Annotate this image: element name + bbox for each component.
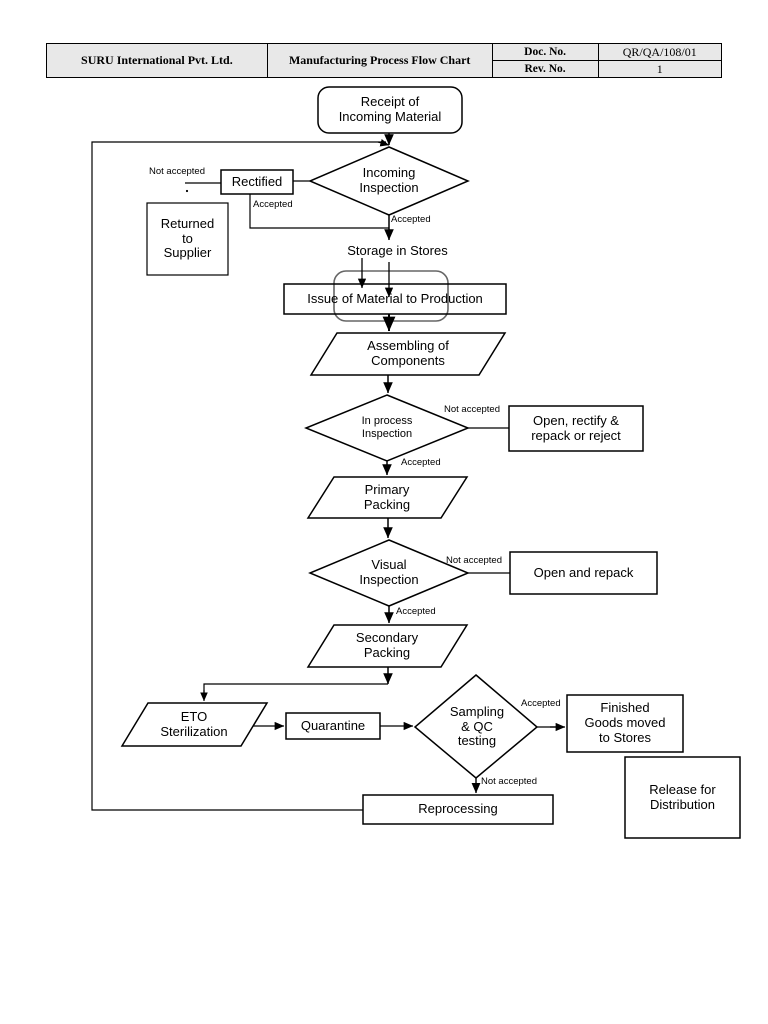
- header-rev-no-label: Rev. No.: [491, 60, 599, 78]
- shape-reprocessing: [362, 794, 554, 825]
- header-company-name: SURU International Pvt. Ltd.: [46, 43, 268, 78]
- edge-left-feedback-arrowhead: [377, 139, 390, 147]
- edge-rectified-accepted: [249, 194, 389, 229]
- not-accepted-dot: [185, 189, 189, 193]
- shape-open-and-repack: [509, 551, 658, 595]
- edge-secondary-branch-to-eto: [203, 683, 388, 698]
- shape-in-process-inspection: [304, 394, 470, 462]
- shape-sampling-qc: [413, 674, 539, 779]
- shape-rectified: [220, 169, 294, 195]
- shape-assembling: [309, 332, 507, 376]
- shape-primary-packing: [306, 476, 469, 519]
- shape-finished-goods: [566, 694, 684, 753]
- header-rev-no-value: 1: [597, 60, 723, 78]
- header-doc-no-value: QR/QA/108/01: [597, 43, 723, 61]
- shape-quarantine: [285, 712, 381, 740]
- shape-visual-inspection: [308, 539, 470, 607]
- shape-release-for-distribution: [624, 756, 741, 839]
- document-header-table: SURU International Pvt. Ltd. Manufacturi…: [46, 43, 723, 78]
- shape-incoming-inspection: [308, 146, 470, 216]
- edge-left-feedback-loop: [91, 141, 386, 811]
- shape-returned-to-supplier: [146, 202, 229, 276]
- shape-issue-of-material: [283, 283, 507, 315]
- shape-open-rectify: [508, 405, 644, 452]
- shape-eto-sterilization: [120, 702, 269, 747]
- shape-secondary-packing: [306, 624, 469, 668]
- shape-receipt: [317, 86, 463, 134]
- header-document-title: Manufacturing Process Flow Chart: [266, 43, 493, 78]
